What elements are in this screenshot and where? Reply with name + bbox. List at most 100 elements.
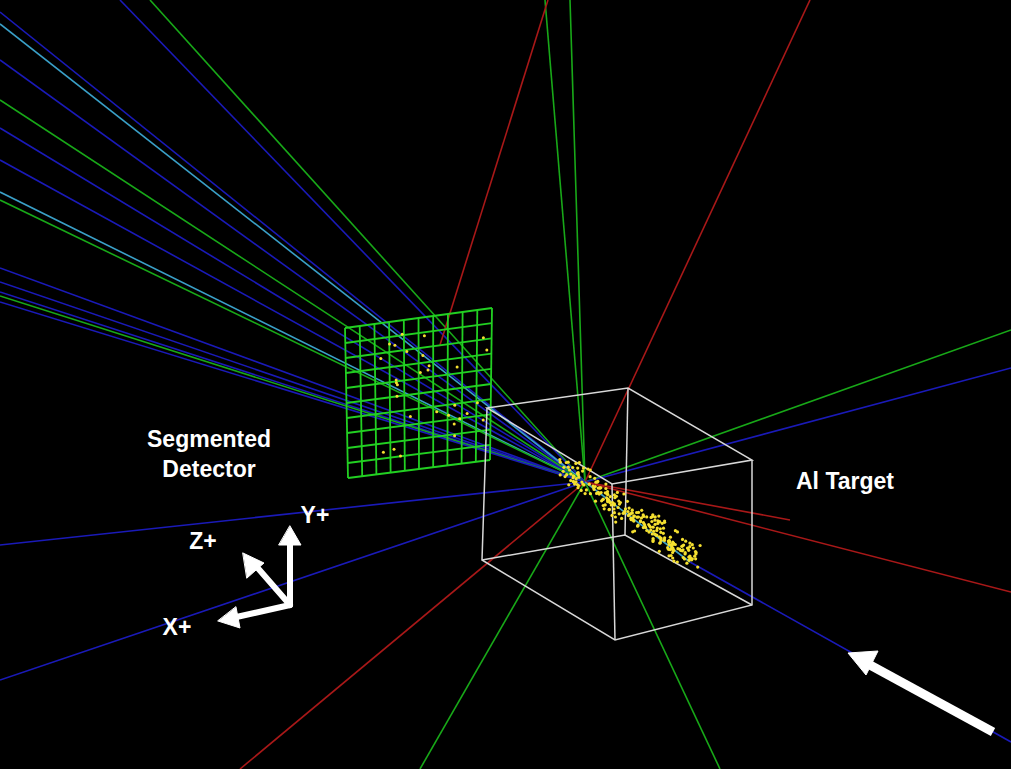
track xyxy=(0,12,585,482)
deposit xyxy=(639,520,642,523)
deposit xyxy=(650,520,653,523)
deposit xyxy=(592,487,595,490)
deposit xyxy=(636,524,639,527)
deposit xyxy=(606,490,609,493)
deposit xyxy=(687,555,690,558)
grid-line xyxy=(446,314,448,465)
hit xyxy=(485,348,488,351)
deposit xyxy=(653,519,656,522)
axis-arrows xyxy=(218,526,301,628)
deposit xyxy=(618,512,621,515)
deposit xyxy=(589,492,592,495)
hit xyxy=(453,434,456,437)
track xyxy=(585,330,1011,482)
deposit xyxy=(668,540,671,543)
axis-label: X+ xyxy=(152,612,202,642)
hit xyxy=(456,365,459,368)
deposit xyxy=(636,525,639,528)
hit xyxy=(396,395,399,398)
deposit xyxy=(602,504,605,507)
deposit xyxy=(676,530,679,533)
hit xyxy=(395,381,398,384)
deposit xyxy=(567,466,570,469)
deposit xyxy=(658,550,661,553)
grid-line xyxy=(347,384,492,403)
track xyxy=(0,296,585,482)
grid-line xyxy=(347,414,491,433)
grid-line xyxy=(462,312,463,464)
deposit xyxy=(576,467,579,470)
hit xyxy=(401,333,404,336)
deposit xyxy=(620,517,623,520)
hit xyxy=(393,448,396,451)
track xyxy=(0,200,585,482)
deposit xyxy=(622,492,625,495)
track xyxy=(0,128,585,482)
deposit xyxy=(681,548,684,551)
deposit xyxy=(670,545,673,548)
deposit xyxy=(613,511,616,514)
axis-label: Y+ xyxy=(290,500,340,530)
beam-track xyxy=(585,482,690,562)
deposit xyxy=(604,483,607,486)
deposit xyxy=(571,466,574,469)
deposit xyxy=(577,471,580,474)
hit xyxy=(428,364,431,367)
track xyxy=(0,292,585,482)
deposit xyxy=(599,486,602,489)
deposit xyxy=(562,470,565,473)
deposit xyxy=(652,526,655,529)
deposit xyxy=(671,548,674,551)
deposit xyxy=(659,527,662,530)
target-cube xyxy=(482,388,752,640)
deposit xyxy=(636,516,639,519)
hit xyxy=(466,412,469,415)
hit xyxy=(379,357,382,360)
deposit xyxy=(578,461,581,464)
deposit xyxy=(572,480,575,483)
hit xyxy=(393,344,396,347)
deposit xyxy=(672,549,675,552)
deposit xyxy=(632,519,635,522)
hit xyxy=(435,410,438,413)
deposit xyxy=(565,461,568,464)
deposit xyxy=(576,486,579,489)
deposit xyxy=(581,482,584,485)
part-label: Al Target xyxy=(770,466,920,496)
hit xyxy=(399,455,402,458)
grid-line xyxy=(476,310,478,462)
deposit xyxy=(645,515,648,518)
deposit xyxy=(604,487,607,490)
deposit xyxy=(658,535,661,538)
track xyxy=(440,0,548,345)
deposit xyxy=(663,536,666,539)
hit xyxy=(482,336,485,339)
grid-line xyxy=(348,460,490,478)
deposit xyxy=(611,501,614,504)
deposit xyxy=(631,511,634,514)
deposit xyxy=(589,475,592,478)
deposit xyxy=(688,542,691,545)
deposit xyxy=(559,461,562,464)
deposit xyxy=(662,532,665,535)
deposit xyxy=(589,468,592,471)
part-label: Segmented Detector xyxy=(128,424,290,484)
deposit xyxy=(598,487,601,490)
deposit xyxy=(642,515,645,518)
hit xyxy=(409,415,412,418)
deposit xyxy=(662,527,665,530)
track xyxy=(0,268,585,482)
deposit xyxy=(595,492,598,495)
hit xyxy=(395,379,398,382)
deposit xyxy=(655,534,658,537)
hit xyxy=(421,354,424,357)
deposit xyxy=(635,511,638,514)
track xyxy=(0,192,585,482)
track xyxy=(570,0,585,482)
deposit xyxy=(669,536,672,539)
deposit xyxy=(652,537,655,540)
track xyxy=(0,24,585,482)
deposit xyxy=(640,509,643,512)
